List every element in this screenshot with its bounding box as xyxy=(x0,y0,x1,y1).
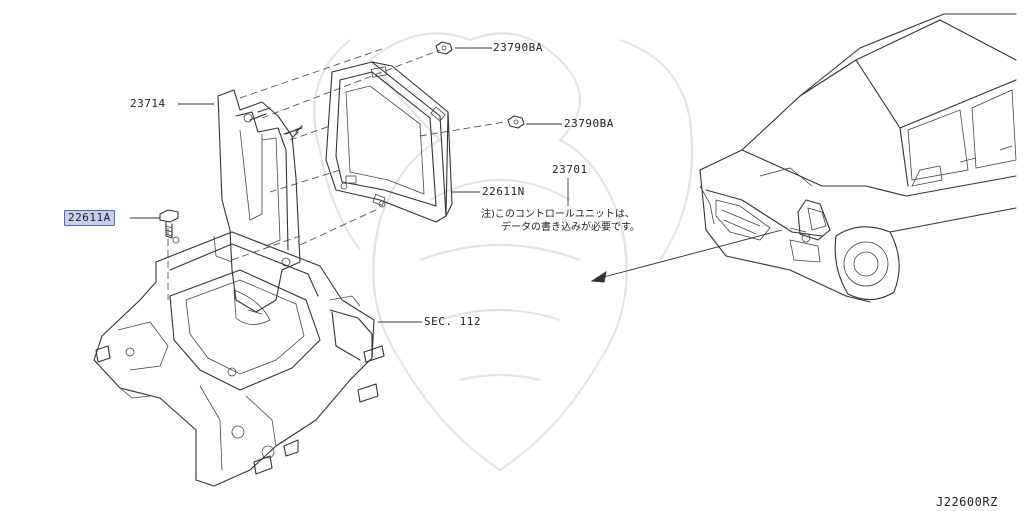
watermark-emblem xyxy=(313,32,694,472)
battery-tray xyxy=(93,231,385,487)
location-arrow xyxy=(590,229,783,283)
nut-upper xyxy=(435,41,453,55)
vehicle-illustration xyxy=(699,13,1017,303)
callout-22611n: 22611N xyxy=(482,185,525,198)
programming-note-line1: 注)このコントロールユニットは、 xyxy=(481,209,635,220)
programming-note-line2: データの書き込みが必要です。 xyxy=(501,222,640,233)
nut-lower xyxy=(507,115,525,129)
ecu-bracket xyxy=(217,89,303,313)
callout-23790ba-upper: 23790BA xyxy=(493,41,543,54)
diagram-code: J22600RZ xyxy=(936,495,998,509)
callout-23714: 23714 xyxy=(130,97,166,110)
bracket-studs xyxy=(249,113,303,139)
callout-23790ba-lower: 23790BA xyxy=(564,117,614,130)
callout-23701: 23701 xyxy=(552,163,588,176)
bolt-22611a xyxy=(159,209,179,239)
leader-lines xyxy=(130,47,569,323)
ecu-unit xyxy=(325,61,453,223)
callout-22611a-highlighted[interactable]: 22611A xyxy=(64,210,115,226)
callout-sec-112: SEC. 112 xyxy=(424,315,481,328)
ecu-mount-guides xyxy=(167,47,506,300)
